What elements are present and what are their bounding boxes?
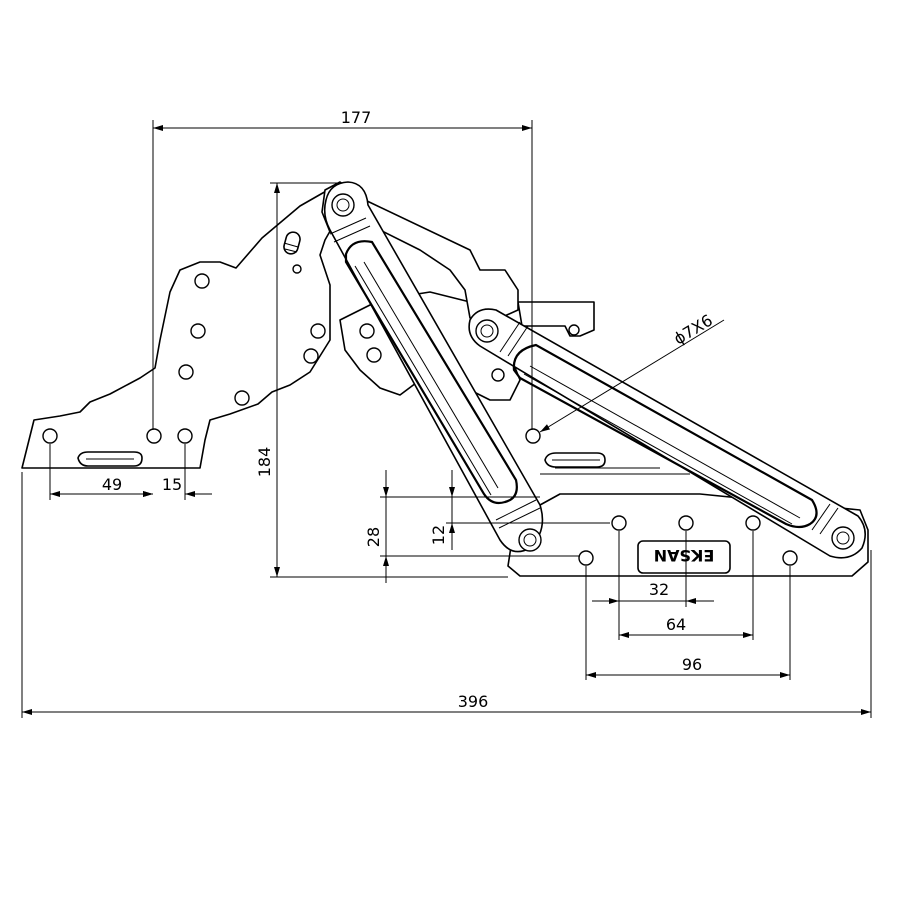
svg-text:EKSAN: EKSAN <box>654 546 715 565</box>
dim-label-396: 396 <box>458 692 489 711</box>
main-arm <box>321 181 544 553</box>
dim-label-96: 96 <box>682 655 702 674</box>
dim-label-64: 64 <box>666 615 686 634</box>
dimension-28: 28 <box>364 470 580 583</box>
dim-label-12: 12 <box>429 525 448 545</box>
dimension-32: 32 <box>592 531 714 607</box>
hole-spec-label: ϕ7X6 <box>670 311 716 349</box>
dimension-49-15: 49 15 <box>49 444 212 500</box>
dim-label-32: 32 <box>649 580 669 599</box>
dimension-64: 64 <box>618 531 754 640</box>
dimension-396: 396 <box>21 472 872 718</box>
dimension-96: 96 <box>585 566 791 680</box>
dim-label-28: 28 <box>364 527 383 547</box>
dimension-184: 184 <box>255 182 508 578</box>
dim-label-184: 184 <box>255 447 274 478</box>
dim-label-49: 49 <box>102 475 122 494</box>
dimension-177: 177 <box>152 108 533 430</box>
small-pin-icon <box>283 231 302 274</box>
secondary-arm <box>468 308 866 559</box>
brand-label: EKSAN <box>637 540 731 574</box>
dim-label-177: 177 <box>341 108 372 127</box>
dimension-12: 12 <box>429 470 610 550</box>
left-mounting-plate <box>21 185 351 469</box>
dim-label-15: 15 <box>162 475 182 494</box>
